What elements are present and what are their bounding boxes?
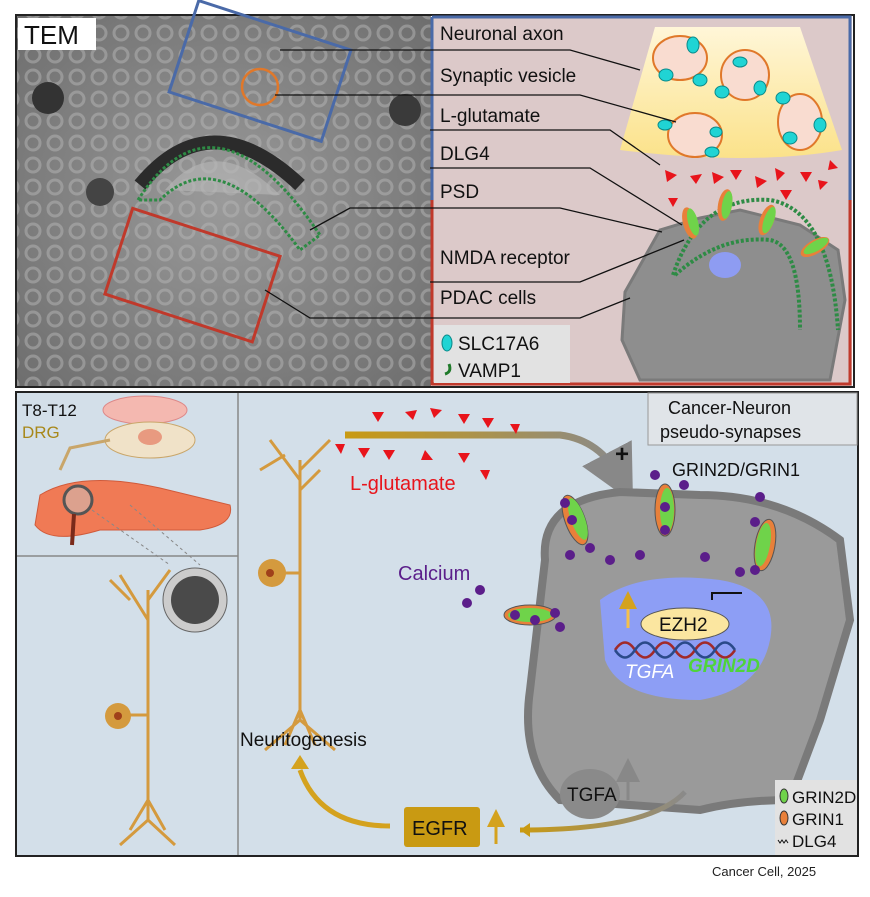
calcium-label: Calcium bbox=[398, 563, 470, 585]
gene-tgfa: TGFA bbox=[625, 662, 674, 683]
pancreas-illustration bbox=[34, 479, 232, 546]
gene-grin2d: GRIN2D bbox=[688, 656, 760, 677]
psd-outer bbox=[671, 197, 840, 331]
egfr-label: EGFR bbox=[412, 818, 468, 840]
legend-dlg4: DLG4 bbox=[792, 832, 836, 851]
tem-label-bg bbox=[18, 18, 96, 50]
slc17a6-markers bbox=[657, 36, 827, 158]
spinal-cord-illustration bbox=[58, 395, 196, 471]
calcium-ions bbox=[462, 470, 765, 632]
psd-outline bbox=[135, 146, 323, 253]
title-line1: Cancer-Neuron bbox=[668, 398, 791, 418]
label-nmda-receptor: NMDA receptor bbox=[440, 248, 571, 269]
tumor-cluster bbox=[171, 576, 219, 624]
legend-vamp1: VAMP1 bbox=[458, 361, 521, 382]
legend-grin2d: GRIN2D bbox=[792, 788, 856, 807]
nmda-receptors-top bbox=[682, 189, 830, 258]
pdac-box bbox=[102, 206, 282, 344]
dna-helix bbox=[613, 641, 737, 659]
glutamate-label: L-glutamate bbox=[350, 473, 456, 495]
egfr-box bbox=[404, 807, 480, 847]
legend-grin1: GRIN1 bbox=[792, 810, 844, 829]
title-line2: pseudo-synapses bbox=[660, 422, 801, 442]
transcription-arrow bbox=[711, 592, 742, 600]
label-dlg4: DLG4 bbox=[440, 144, 490, 165]
leader-lines bbox=[264, 49, 685, 319]
egfr-to-neurite-arrow bbox=[297, 769, 391, 829]
title-box bbox=[647, 392, 858, 446]
bottom-legend bbox=[775, 780, 857, 855]
ezh2-oval bbox=[640, 607, 730, 641]
drg-region-label: T8-T12 bbox=[22, 401, 77, 420]
top-legend bbox=[434, 325, 570, 383]
vamp1-icon bbox=[444, 363, 452, 376]
dlg4-icon bbox=[777, 839, 789, 844]
tgfa-protein-label: TGFA bbox=[567, 785, 617, 806]
grin2d-icon bbox=[779, 788, 789, 804]
label-synaptic-vesicle: Synaptic vesicle bbox=[440, 66, 576, 87]
vesicle-circle bbox=[240, 67, 280, 107]
psd-inner bbox=[673, 237, 802, 331]
label-pdac-cells: PDAC cells bbox=[440, 288, 536, 309]
nmda-receptors-bottom bbox=[503, 483, 777, 626]
neuron-small bbox=[108, 569, 177, 847]
citation: Cancer Cell, 2025 bbox=[712, 864, 817, 879]
glutamate-triangles-bottom bbox=[335, 408, 520, 480]
label-l-glutamate: L-glutamate bbox=[440, 106, 540, 127]
ezh2-label: EZH2 bbox=[659, 615, 708, 636]
tgfa-protein-oval bbox=[560, 769, 620, 819]
drg-label: DRG bbox=[22, 423, 60, 442]
nucleus-top bbox=[709, 252, 741, 278]
legend-slc17a6: SLC17A6 bbox=[458, 334, 539, 355]
axon-box bbox=[167, 0, 353, 144]
label-neuronal-axon: Neuronal axon bbox=[440, 24, 564, 45]
slc17a6-icon bbox=[441, 334, 453, 352]
label-psd: PSD bbox=[440, 182, 479, 203]
glutamate-release-arrow bbox=[345, 431, 634, 503]
neuritogenesis-label: Neuritogenesis bbox=[240, 730, 367, 751]
pdac-cell-top bbox=[620, 208, 847, 382]
tem-label: TEM bbox=[24, 20, 79, 50]
top-labels: Neuronal axon Synaptic vesicle L-glutama… bbox=[440, 24, 576, 309]
glutamate-triangles-top bbox=[665, 160, 838, 207]
activation-plus: + bbox=[615, 441, 629, 468]
tgfa-to-egfr-arrow bbox=[519, 790, 687, 833]
tem-image bbox=[17, 16, 431, 386]
receptor-label: GRIN2D/GRIN1 bbox=[672, 460, 800, 480]
grin1-icon bbox=[779, 810, 789, 826]
